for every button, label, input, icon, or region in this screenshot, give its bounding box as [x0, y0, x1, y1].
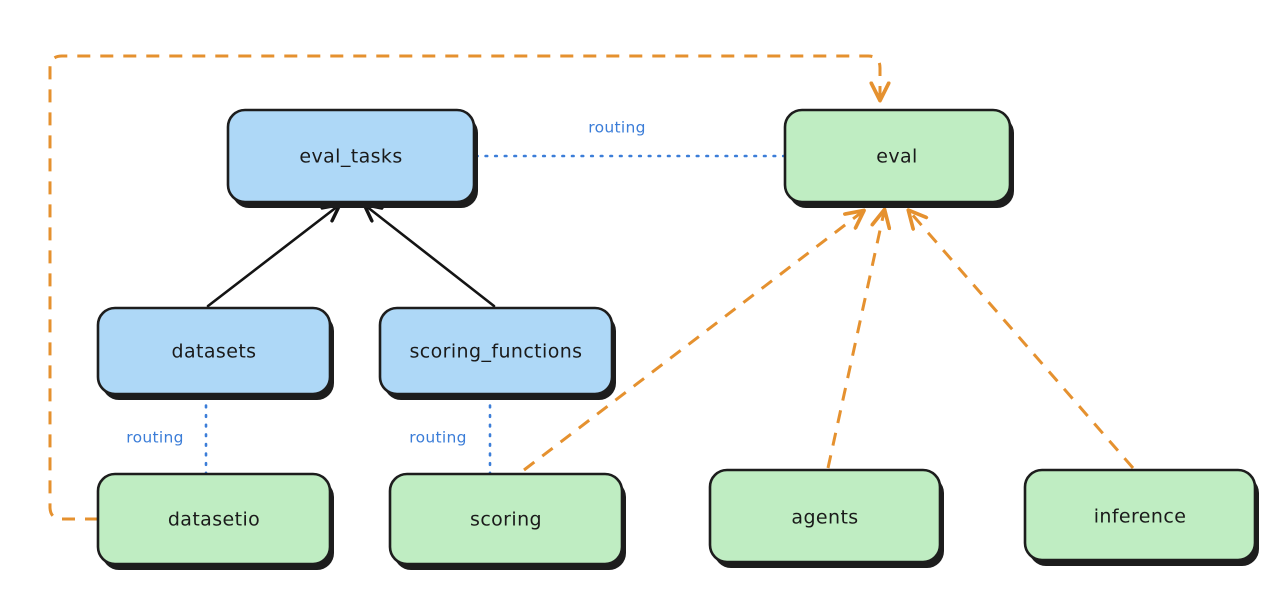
node-scoring[interactable]: scoring: [388, 472, 626, 570]
node-agents[interactable]: agents: [708, 468, 944, 568]
node-layer: eval_tasks eval datasets scoring_functio…: [96, 108, 1259, 570]
edge-label-layer: routing routing routing: [126, 119, 646, 447]
node-eval-tasks[interactable]: eval_tasks: [226, 108, 478, 208]
node-scoring-label: scoring: [470, 509, 542, 531]
edge-label-routing-datasets: routing: [126, 429, 184, 447]
edge-label-routing-scoring-functions: routing: [409, 429, 467, 447]
edge-scoring-eval[interactable]: [523, 212, 862, 472]
node-datasetio[interactable]: datasetio: [96, 472, 334, 570]
node-eval-label: eval: [876, 146, 917, 168]
edge-scoring-functions-eval-tasks[interactable]: [366, 206, 496, 308]
node-inference-label: inference: [1094, 506, 1187, 528]
node-inference[interactable]: inference: [1023, 468, 1259, 566]
node-eval-tasks-label: eval_tasks: [299, 146, 402, 168]
node-datasets-label: datasets: [172, 341, 257, 363]
edge-agents-eval[interactable]: [826, 212, 884, 469]
node-eval[interactable]: eval: [783, 108, 1014, 208]
node-datasets[interactable]: datasets: [96, 306, 334, 400]
node-datasetio-label: datasetio: [168, 509, 260, 531]
node-scoring-functions-label: scoring_functions: [410, 341, 583, 363]
edge-layer: [48, 54, 1135, 521]
edge-datasets-eval-tasks[interactable]: [206, 206, 338, 308]
edge-inference-eval[interactable]: [910, 212, 1135, 469]
edge-label-routing-eval-tasks: routing: [588, 119, 646, 137]
node-agents-label: agents: [791, 507, 858, 529]
node-scoring-functions[interactable]: scoring_functions: [378, 306, 616, 400]
